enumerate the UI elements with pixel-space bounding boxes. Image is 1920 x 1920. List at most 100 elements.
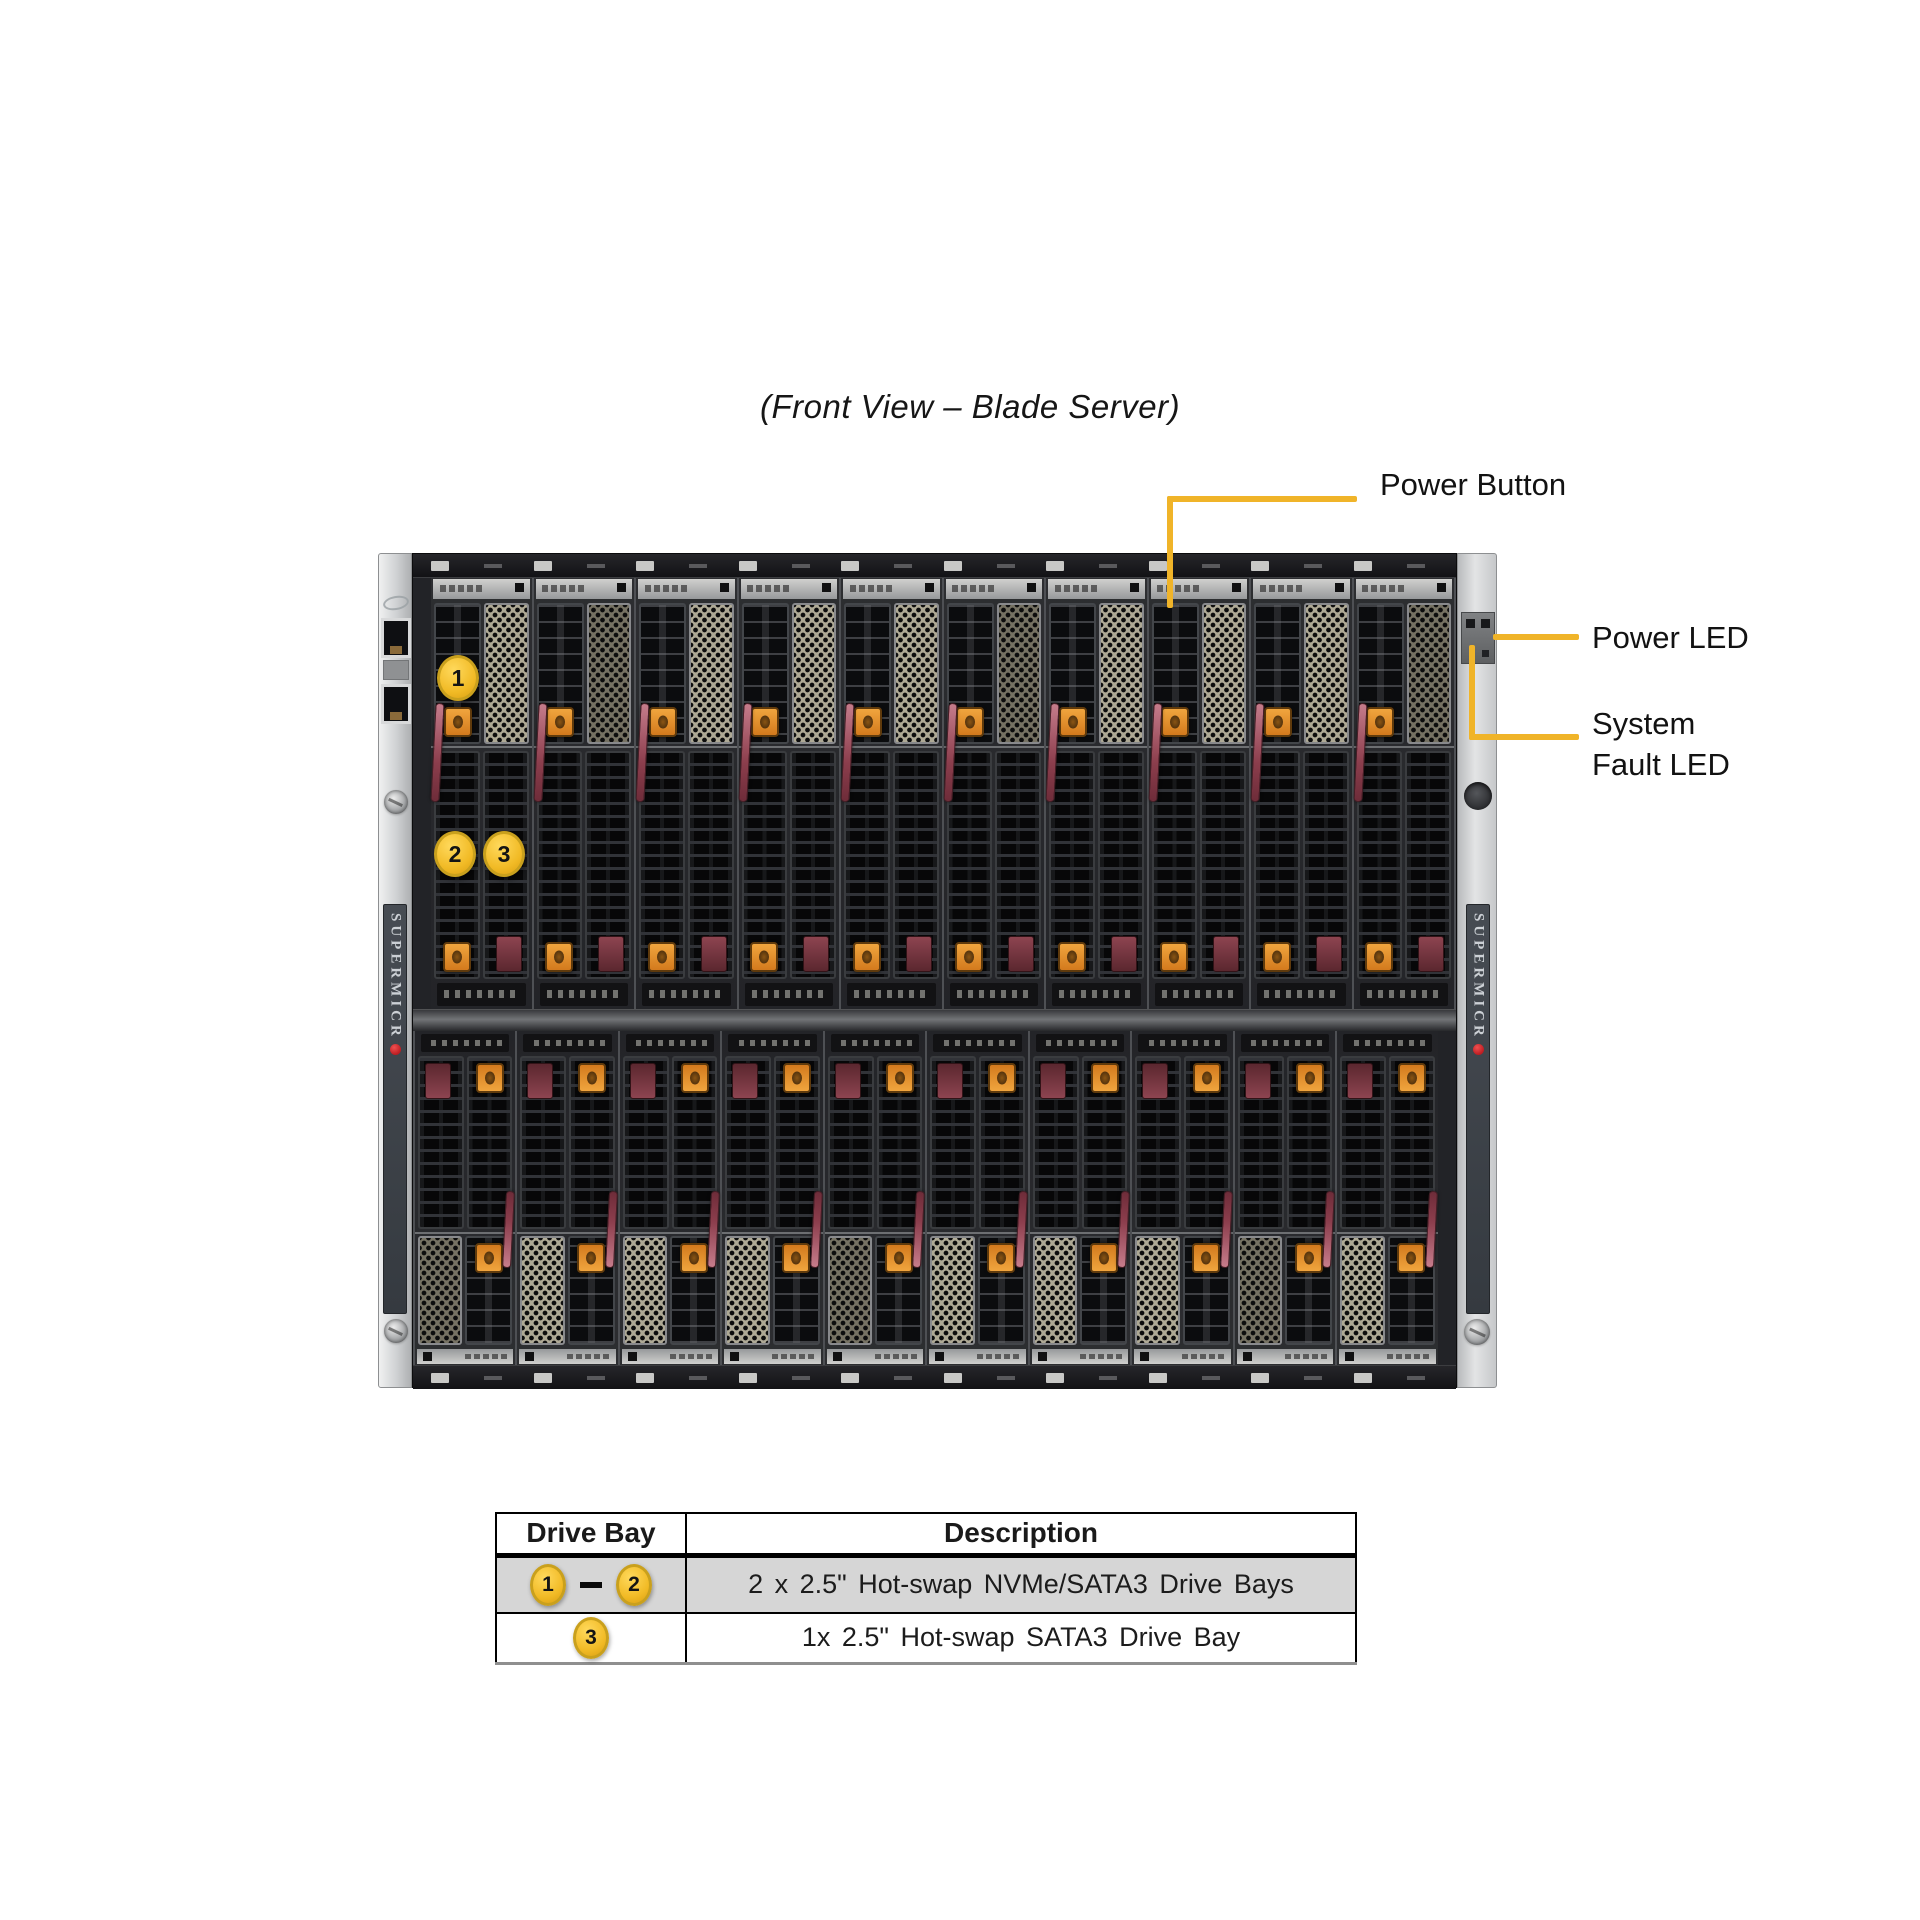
connector-strip	[539, 982, 628, 1006]
drive-tray-slotted	[1238, 1056, 1284, 1229]
vent-tray	[791, 602, 836, 745]
brand-badge-left: SUPERMICR	[383, 904, 407, 1314]
figure-title: (Front View – Blade Server)	[760, 388, 1181, 425]
blade-upper-drive-row	[415, 1234, 516, 1347]
drive-tray-slotted	[1033, 1056, 1079, 1229]
connector-strip	[1257, 982, 1346, 1006]
blade-upper-drive-row	[1133, 1234, 1234, 1347]
blade-lower-drive-row	[1148, 746, 1249, 980]
table-header-row: Drive Bay Description	[495, 1512, 1357, 1558]
bay-badge-2: 2	[616, 1563, 652, 1606]
drive-tray-slotted	[1135, 1056, 1182, 1229]
blade-module	[1233, 1031, 1336, 1365]
blade-header-strip	[1032, 1348, 1129, 1364]
connector-strip	[421, 1034, 510, 1053]
screw-icon	[1464, 1319, 1490, 1345]
drive-pull-handle	[495, 935, 522, 972]
drive-latch-icon	[1263, 707, 1292, 738]
bay-description-cell: 1x 2.5" Hot-swap SATA3 Drive Bay	[685, 1612, 1357, 1665]
bay-label-tab	[1251, 554, 1354, 577]
vent-tray	[1033, 1235, 1078, 1345]
vent-tray	[1135, 1235, 1180, 1345]
power-led-icon	[1466, 619, 1475, 628]
drive-latch-icon	[1397, 1242, 1426, 1273]
drive-latch-icon	[1090, 1063, 1119, 1094]
blade-module	[413, 1031, 516, 1365]
blade-bank-lower	[413, 1031, 1456, 1365]
ear-hole	[1464, 782, 1492, 810]
drive-tray-slotted	[790, 751, 836, 979]
blade-header-strip	[724, 1348, 821, 1364]
blade-upper-drive-row	[534, 601, 635, 747]
bank-divider	[413, 1009, 1456, 1031]
blade-header-strip	[417, 1348, 514, 1364]
bay-description-cell: 2 x 2.5" Hot-swap NVMe/SATA3 Drive Bays	[685, 1554, 1357, 1614]
drive-latch-icon	[884, 1242, 913, 1273]
bay-label-tab	[1148, 1366, 1252, 1389]
drive-tray-slotted	[418, 1056, 464, 1229]
drive-pull-handle	[732, 1063, 759, 1100]
drive-pull-handle	[1347, 1063, 1374, 1100]
drive-tray-slotted	[536, 751, 583, 979]
connector-strip	[1343, 1034, 1432, 1053]
blade-header-strip	[1339, 1348, 1436, 1364]
blade-header-strip	[843, 579, 940, 599]
vent-tray	[930, 1235, 975, 1345]
drive-pull-handle	[1040, 1063, 1066, 1100]
power-button-callout-line-horizontal	[1167, 496, 1357, 502]
drive-latch-icon	[1398, 1063, 1427, 1094]
blade-header-strip	[740, 579, 837, 599]
drive-latch-icon	[1057, 941, 1086, 972]
bay-badge-1: 1	[530, 1563, 566, 1606]
drive-tray-slotted	[623, 1056, 669, 1229]
table-header-drive-bay: Drive Bay	[495, 1512, 687, 1558]
drive-latch-icon	[546, 707, 575, 738]
drive-latch-icon	[679, 1242, 708, 1273]
connector-strip	[933, 1034, 1022, 1053]
bay-range-cell: 3	[495, 1612, 687, 1665]
connector-strip	[847, 982, 936, 1006]
blade-lower-drive-row	[415, 1054, 516, 1234]
drive-latch-icon	[1365, 941, 1394, 972]
blade-server-front-view: SUPERMICR	[378, 553, 1497, 1389]
blade-header-strip	[1150, 579, 1247, 599]
vent-tray	[520, 1235, 565, 1345]
vent-tray	[623, 1235, 668, 1345]
drive-latch-icon	[648, 707, 677, 738]
drive-pull-handle	[630, 1063, 656, 1100]
vent-tray	[586, 602, 631, 745]
etched-logo-icon	[381, 593, 411, 613]
vent-tray	[1099, 602, 1144, 745]
drive-latch-icon	[443, 707, 472, 738]
vent-tray	[1238, 1235, 1283, 1345]
blade-lower-drive-row	[722, 1054, 823, 1234]
drive-tray-slotted	[1254, 751, 1300, 979]
blade-module	[720, 1031, 824, 1365]
network-port-icon	[381, 618, 411, 658]
drive-tray-slotted	[1097, 751, 1144, 979]
drive-pull-handle	[425, 1063, 451, 1100]
vent-tray	[1406, 602, 1451, 745]
blade-lower-drive-row	[517, 1054, 618, 1234]
drive-pull-handle	[527, 1063, 554, 1100]
drive-latch-icon	[1161, 707, 1190, 738]
drive-tray-slotted	[1356, 751, 1403, 979]
connector-strip	[523, 1034, 612, 1053]
rack-ear-right: SUPERMICR	[1457, 553, 1497, 1388]
blade-lower-drive-row	[1132, 1054, 1233, 1234]
blade-upper-drive-row	[1046, 601, 1147, 747]
blade-upper-drive-row	[1354, 601, 1455, 747]
bay-label-tab	[943, 554, 1047, 577]
blade-module	[925, 1031, 1029, 1365]
blade-upper-drive-row	[928, 1234, 1029, 1347]
drive-tray-slotted	[844, 751, 890, 979]
power-led-label: Power LED	[1592, 620, 1749, 655]
system-fault-led-label: System Fault LED	[1592, 706, 1730, 782]
bay-label-tab	[533, 554, 637, 577]
drive-latch-icon	[1192, 1242, 1221, 1273]
blade-upper-drive-row	[723, 1234, 824, 1347]
bay-label-tab	[1353, 554, 1457, 577]
blade-module	[1352, 578, 1456, 1009]
screw-icon	[384, 1319, 408, 1343]
blade-upper-drive-row	[944, 601, 1045, 747]
